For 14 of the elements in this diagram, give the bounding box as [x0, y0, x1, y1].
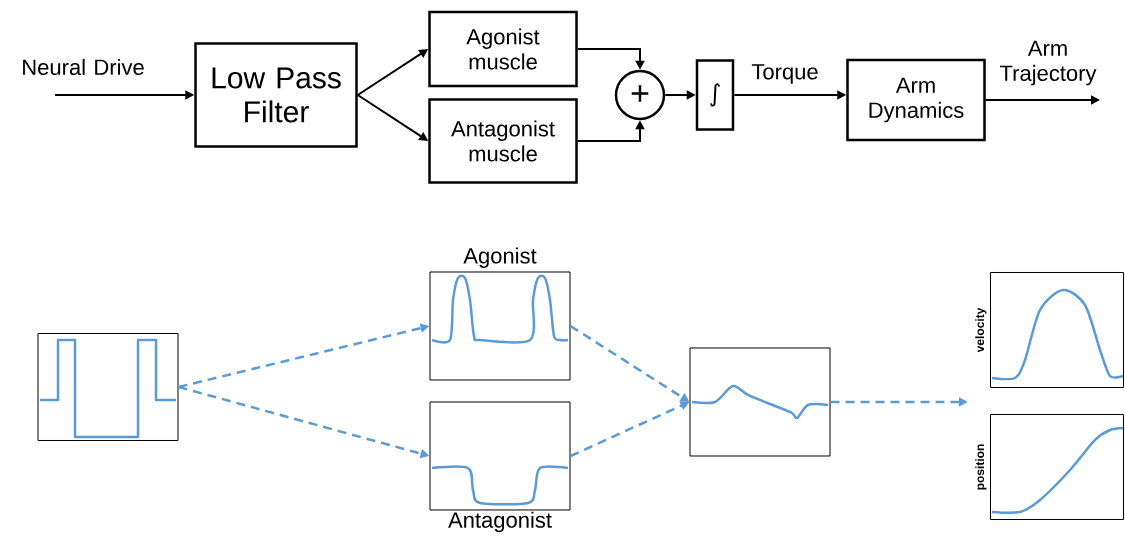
plot-frame — [689, 347, 831, 457]
process-box: Low Pass Filter — [194, 42, 358, 148]
edge-label: Neural Drive — [23, 58, 144, 76]
plot-title: velocity — [975, 307, 987, 353]
process-box: Arm Dynamics — [846, 58, 986, 142]
plot-title: Agonist — [463, 247, 537, 268]
plot-title: position — [975, 444, 987, 490]
integrator-box: ∫ — [695, 59, 735, 131]
process-box: Agonist muscle — [428, 10, 578, 88]
edge-label: Torque — [751, 64, 818, 84]
plot-title: Antagonist — [448, 511, 552, 533]
edge-label: Arm Trajectory — [1000, 40, 1097, 86]
summing-junction: + — [614, 69, 666, 121]
process-box: Antagonist muscle — [428, 98, 578, 184]
